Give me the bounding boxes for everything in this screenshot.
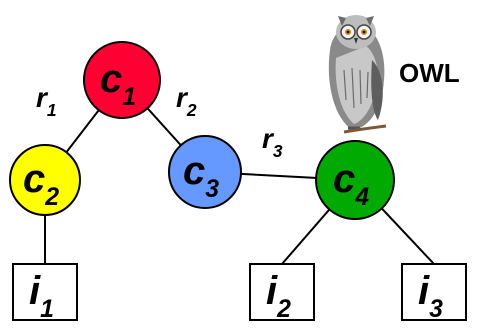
individual-label-i1-base: i bbox=[29, 269, 41, 313]
individual-label-i3-base: i bbox=[418, 269, 430, 313]
class-label-c2-base: c bbox=[23, 157, 45, 201]
edge-label-r3-base: r bbox=[262, 123, 275, 154]
class-label-c3-base: c bbox=[183, 149, 205, 193]
class-label-c4-base: c bbox=[333, 157, 355, 201]
class-label-c2-sub: 2 bbox=[44, 184, 59, 211]
class-node-c4: c4 bbox=[315, 140, 395, 220]
individual-label-i2: i2 bbox=[266, 269, 291, 323]
individual-label-i1: i1 bbox=[29, 269, 54, 323]
individual-box-i1 bbox=[12, 263, 78, 321]
class-circle-c2 bbox=[9, 144, 81, 216]
edge-label-r2-sub: 2 bbox=[186, 100, 197, 120]
edge-label-r1: r1 bbox=[36, 82, 57, 120]
individual-node-i1: i1 bbox=[12, 263, 78, 323]
individual-label-i3-sub: 3 bbox=[429, 296, 443, 323]
class-label-c4-sub: 4 bbox=[354, 184, 369, 211]
class-label-c4: c4 bbox=[333, 157, 369, 211]
class-circle-c1 bbox=[83, 41, 161, 119]
class-label-c3-sub: 3 bbox=[205, 176, 219, 203]
class-circle-c3 bbox=[168, 135, 242, 209]
class-label-c1-base: c bbox=[100, 57, 122, 101]
edge-label-r1-sub: 1 bbox=[47, 100, 57, 120]
individual-box-i2 bbox=[249, 263, 315, 321]
individual-label-i3: i3 bbox=[418, 269, 443, 323]
class-node-c2: c2 bbox=[9, 144, 81, 216]
class-node-c3: c3 bbox=[168, 135, 242, 209]
edge-label-r1-base: r bbox=[36, 82, 49, 113]
individual-label-i2-sub: 2 bbox=[276, 296, 291, 323]
class-label-c3: c3 bbox=[183, 149, 219, 203]
class-label-c1-sub: 1 bbox=[122, 84, 136, 111]
edge-label-r3-sub: 3 bbox=[273, 141, 283, 161]
individual-label-i2-base: i bbox=[266, 269, 278, 313]
class-node-c1: c1 bbox=[83, 41, 161, 119]
individual-box-i3 bbox=[401, 263, 467, 321]
edge-label-r2: r2 bbox=[176, 82, 197, 120]
individual-node-i3: i3 bbox=[401, 263, 467, 323]
edge-label-r2-base: r bbox=[176, 82, 189, 113]
individual-label-i1-sub: 1 bbox=[40, 296, 54, 323]
individual-node-i2: i2 bbox=[249, 263, 315, 323]
class-circle-c4 bbox=[315, 140, 395, 220]
class-label-c1: c1 bbox=[100, 57, 136, 111]
owl-icon bbox=[328, 15, 387, 134]
owl-logo: OWL bbox=[328, 15, 460, 134]
owl-logo-text: OWL bbox=[399, 58, 460, 88]
class-label-c2: c2 bbox=[23, 157, 59, 211]
edge-label-r3: r3 bbox=[262, 123, 283, 161]
